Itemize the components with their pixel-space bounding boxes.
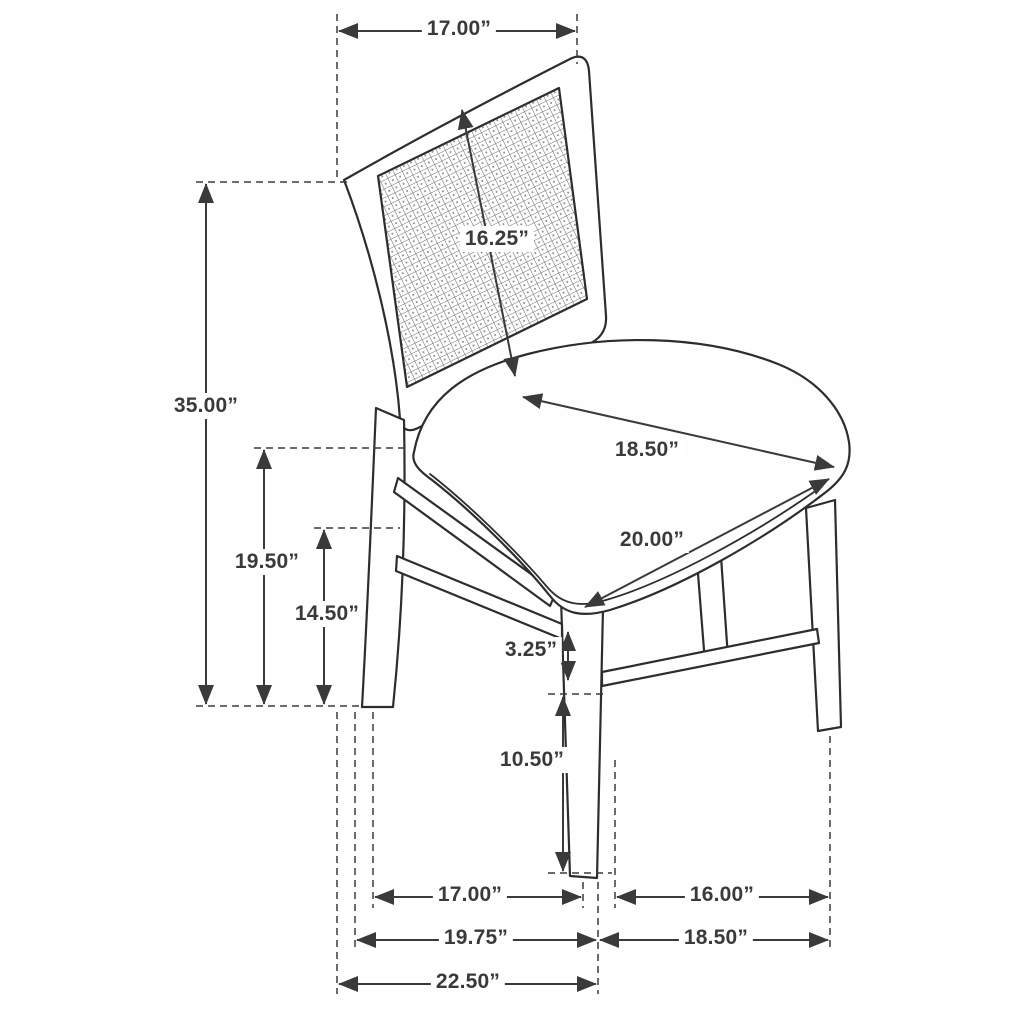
chair-drawing — [342, 55, 851, 880]
dim-back-diagonal-label: 16.25” — [459, 226, 535, 252]
dim-overall-height-label: 35.00” — [168, 393, 244, 419]
seat-cushion — [412, 338, 851, 616]
dim-base-side-label: 18.50” — [678, 925, 754, 951]
dim-seat-depth-label: 18.50” — [609, 437, 685, 463]
dim-stretcher-height-label: 14.50” — [289, 601, 365, 627]
rear-left-leg — [360, 406, 406, 709]
dim-side-span-label: 16.00” — [684, 882, 760, 908]
extension-lines — [196, 14, 831, 994]
front-right-leg — [804, 498, 843, 733]
dim-front-span-label: 17.00” — [432, 882, 508, 908]
dim-leg-height-label: 10.50” — [494, 747, 570, 773]
dim-seat-width-label: 20.00” — [614, 527, 690, 553]
dim-stretcher-gap-label: 3.25” — [499, 637, 563, 663]
dim-overall-depth-label: 22.50” — [430, 969, 506, 995]
dim-back-width-label: 17.00” — [421, 16, 497, 42]
dim-base-front-label: 19.75” — [438, 925, 514, 951]
seat-apron — [392, 476, 558, 608]
dim-seat-height-label: 19.50” — [229, 549, 305, 575]
